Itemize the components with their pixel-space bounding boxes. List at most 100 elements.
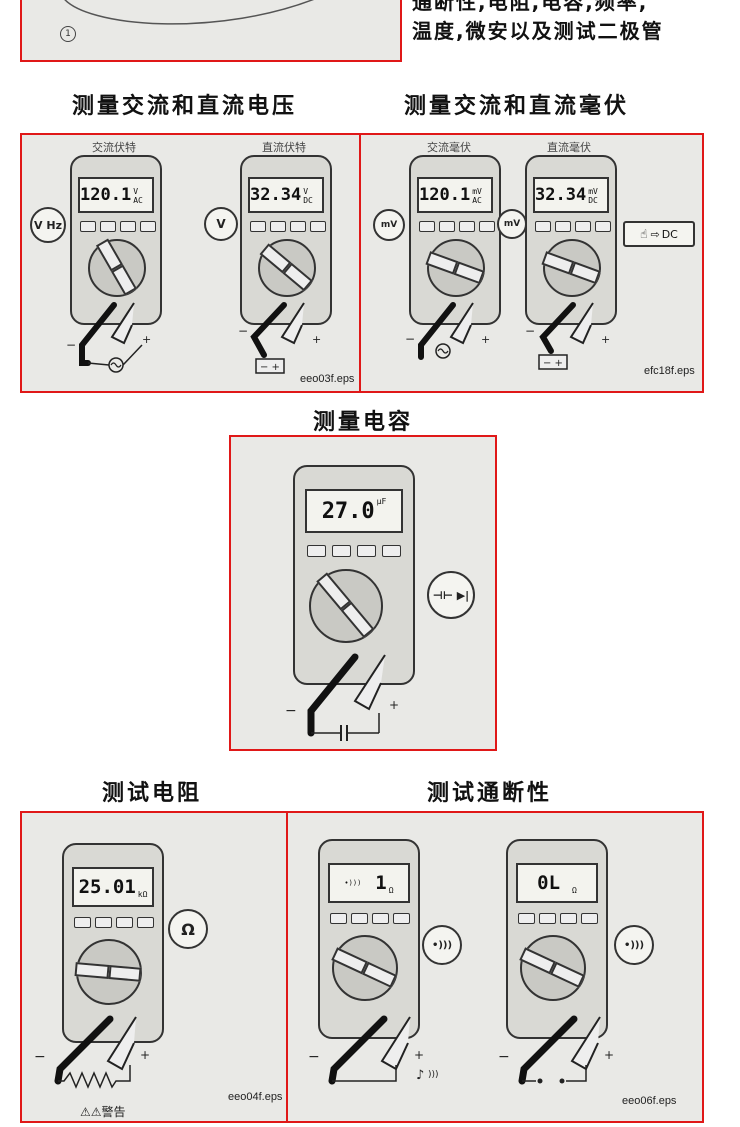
intro-figure-frame: 1	[20, 0, 402, 62]
lcd-display: 120.1 mV AC	[417, 177, 493, 213]
callout-capacitance-diode-symbol: ⊣⊢ ▶|	[427, 571, 475, 619]
svg-text:−: −	[498, 1049, 510, 1065]
rotary-dial	[519, 935, 586, 1001]
file-label-millivolts: efc18f.eps	[644, 365, 695, 377]
lcd-unit: kΩ	[137, 890, 148, 899]
svg-text:−: −	[34, 1049, 46, 1065]
button-row	[535, 221, 611, 232]
lcd-display: 25.01 kΩ	[72, 867, 154, 907]
rotary-dial	[331, 935, 398, 1001]
multimeter-dc-volts: 32.34 V DC	[240, 155, 332, 325]
button-row	[419, 221, 495, 232]
multimeter-dc-millivolts: 32.34 mV DC	[525, 155, 617, 325]
lcd-reading: 25.01	[78, 876, 136, 898]
callout-number: 1	[65, 29, 71, 39]
svg-text:−: −	[525, 324, 535, 338]
lcd-unit: Ω	[388, 886, 394, 895]
lcd-unit: µF	[376, 497, 387, 506]
arrow-right-icon: ⇨	[650, 227, 660, 241]
figure-capacitance: 27.0 µF ⊣⊢ ▶| − +	[229, 435, 497, 751]
lcd-display: •))) 1 Ω	[328, 863, 410, 903]
caption-dc-millivolts: 直流毫伏	[547, 141, 591, 154]
intro-line-2: 温度,微安以及测试二极管	[412, 19, 664, 43]
rotary-dial	[258, 239, 316, 297]
multimeter-continuity-closed: •))) 1 Ω	[318, 839, 420, 1039]
lcd-display: 0L Ω	[516, 863, 598, 903]
lcd-reading: 0L	[537, 872, 561, 894]
button-row	[307, 545, 401, 557]
lcd-unit: mV AC	[472, 187, 482, 205]
callout-ac-volts-symbol: V Hz	[30, 207, 66, 243]
multimeter-continuity-open: 0L Ω	[506, 839, 608, 1039]
callout-number-circle: 1	[60, 26, 76, 42]
svg-text:))): )))	[428, 1070, 439, 1080]
callout-continuity-symbol-left: •)))	[422, 925, 462, 965]
svg-text:+: +	[604, 1048, 614, 1062]
svg-text:−: −	[308, 1049, 320, 1065]
button-row	[518, 913, 598, 924]
svg-text:−: −	[66, 338, 76, 352]
callout-ohm-symbol: Ω	[168, 909, 208, 949]
lcd-display: 32.34 mV DC	[533, 177, 609, 213]
caption-ac-volts: 交流伏特	[92, 141, 136, 154]
figure-resistance: 25.01 kΩ Ω − + eeo04f.eps ⚠⚠警告	[20, 811, 288, 1123]
rotary-dial	[88, 238, 146, 297]
heading-resistance: 测试电阻	[102, 781, 203, 806]
lcd-reading: 32.34	[535, 185, 587, 205]
lcd-reading: 1	[375, 872, 387, 894]
probes-continuity-closed: − + ♪ )))	[308, 1015, 439, 1085]
svg-text:−: −	[238, 324, 248, 338]
button-row	[250, 221, 326, 232]
rotary-dial	[74, 939, 142, 1005]
probes-resistance: − +	[34, 1015, 150, 1089]
svg-text:− +: − +	[260, 362, 280, 373]
figure-continuity: •))) 1 Ω •))) 0L Ω •)))	[286, 811, 704, 1123]
svg-text:−: −	[285, 703, 297, 719]
multimeter-ac-millivolts: 120.1 mV AC	[409, 155, 501, 325]
dc-button-callout: ☝ ⇨ DC	[623, 221, 695, 247]
button-row	[74, 917, 154, 928]
figure-ac-dc-millivolts: 交流毫伏 直流毫伏 120.1 mV AC mV 32.34 mV DC	[359, 133, 704, 393]
svg-text:+: +	[414, 1048, 424, 1062]
button-row	[330, 913, 410, 924]
svg-text:−: −	[405, 332, 415, 346]
heading-capacitance: 测量电容	[313, 410, 414, 435]
multimeter-ac-volts: 120.1 V AC	[70, 155, 162, 325]
lcd-unit: mV DC	[588, 187, 598, 205]
lcd-display: 27.0 µF	[305, 489, 403, 533]
lcd-reading: 120.1	[419, 185, 471, 205]
svg-text:− +: − +	[543, 358, 563, 369]
svg-text:+: +	[481, 333, 490, 346]
caption-dc-volts: 直流伏特	[262, 141, 306, 154]
svg-text:+: +	[601, 333, 610, 346]
probes-ac-millivolts: − +	[405, 302, 490, 360]
probes-ac-volts: − +	[66, 302, 151, 373]
beep-icon: •)))	[344, 879, 362, 887]
svg-text:+: +	[142, 333, 151, 346]
callout-dc-millivolts-symbol: mV	[497, 209, 527, 239]
hand-press-icon: ☝	[640, 227, 648, 241]
figure-ac-dc-volts: 交流伏特 直流伏特 120.1 V AC V Hz 32.34 V DC	[20, 133, 361, 393]
svg-text:+: +	[140, 1048, 150, 1062]
callout-continuity-symbol-right: •)))	[614, 925, 654, 965]
rotary-dial	[309, 569, 383, 643]
lcd-reading: 120.1	[80, 185, 132, 205]
lcd-reading: 27.0	[321, 498, 375, 524]
heading-continuity: 测试通断性	[427, 781, 553, 806]
meter-outline-partial	[64, 0, 314, 25]
svg-text:♪: ♪	[416, 1068, 424, 1083]
file-label-volts: eeo03f.eps	[300, 373, 355, 385]
lcd-unit: V DC	[303, 187, 313, 205]
dc-label: DC	[661, 227, 678, 241]
rotary-dial	[541, 239, 601, 297]
lcd-unit: Ω	[572, 886, 577, 895]
multimeter-resistance: 25.01 kΩ	[62, 843, 164, 1043]
probes-continuity-open: − +	[498, 1015, 614, 1085]
rotary-dial	[425, 239, 485, 297]
probes-dc-millivolts: − + − +	[525, 302, 610, 370]
heading-ac-dc-volts: 测量交流和直流电压	[72, 94, 298, 119]
svg-text:+: +	[389, 698, 399, 712]
file-label-continuity: eeo06f.eps	[622, 1095, 677, 1107]
lcd-display: 32.34 V DC	[248, 177, 324, 213]
lcd-display: 120.1 V AC	[78, 177, 154, 213]
